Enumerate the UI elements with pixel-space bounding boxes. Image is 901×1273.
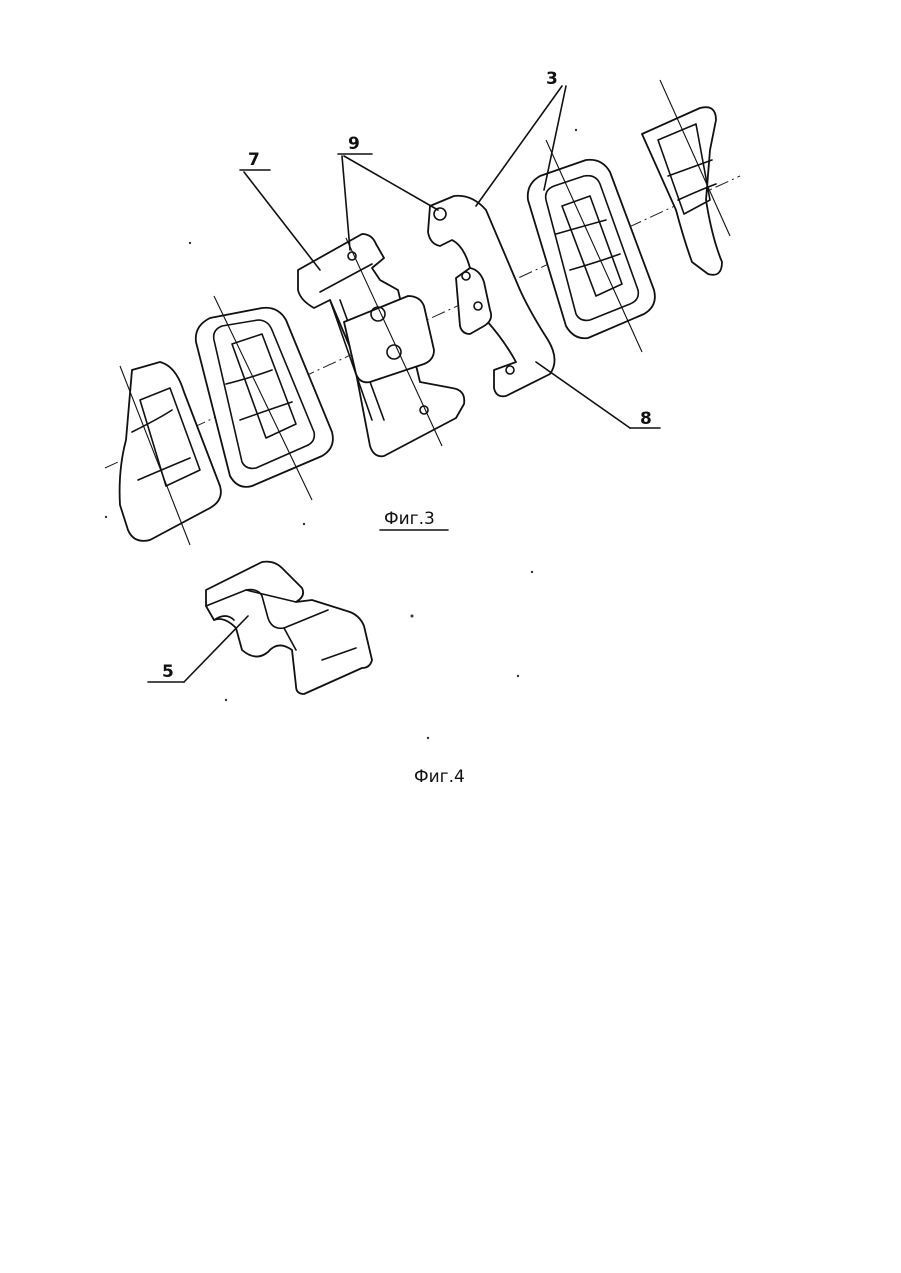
bracket-part bbox=[206, 562, 372, 694]
figure-3: 7 9 3 8 Фиг.3 bbox=[105, 69, 740, 545]
track-shoe-left-partial bbox=[120, 362, 221, 545]
track-shoe-left bbox=[196, 296, 333, 500]
figure-3-caption: Фиг.3 bbox=[384, 509, 435, 529]
figure-4-caption: Фиг.4 bbox=[414, 767, 465, 787]
label-5: 5 bbox=[162, 662, 174, 682]
track-shoe-right-partial bbox=[642, 80, 730, 275]
label-7: 7 bbox=[248, 150, 260, 170]
label-3: 3 bbox=[546, 69, 558, 89]
figure-4: 5 Фиг.4 bbox=[148, 562, 465, 787]
label-9: 9 bbox=[348, 134, 360, 154]
label-8: 8 bbox=[640, 409, 652, 429]
leader-line-5-diagonal bbox=[184, 616, 248, 682]
track-shoe-right bbox=[528, 140, 655, 352]
